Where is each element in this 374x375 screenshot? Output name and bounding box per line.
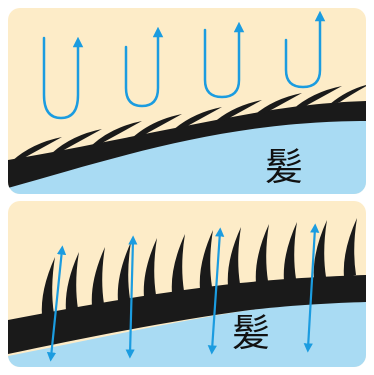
bottom-panel-hair-label: 髪 [232, 311, 270, 355]
top-panel-hair-label: 髪 [265, 145, 303, 189]
bottom-panel: 髪 [8, 201, 366, 367]
top-panel: 髪 [8, 8, 370, 194]
